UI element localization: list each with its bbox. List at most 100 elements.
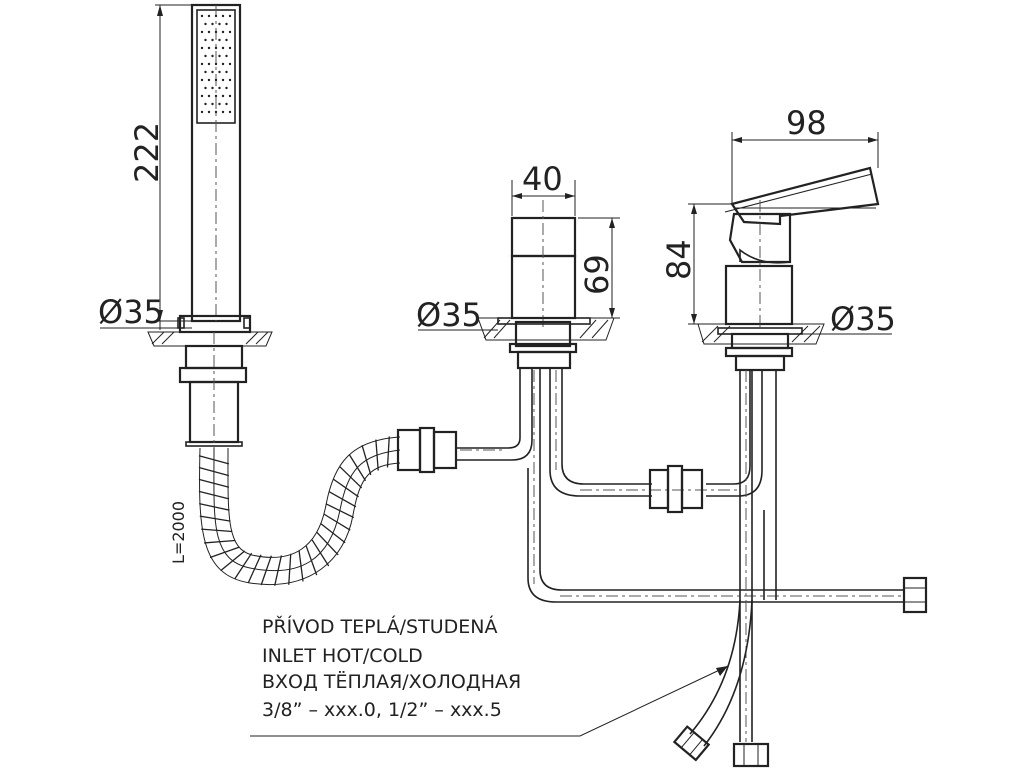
nozzle-dot	[221, 14, 225, 18]
nozzle-dot	[225, 86, 228, 90]
hose-coil	[198, 455, 230, 465]
hose-coil	[260, 555, 273, 586]
nozzle-dot	[221, 62, 225, 66]
dim-d35-left-label: Ø35	[98, 293, 164, 331]
nozzle-dot	[214, 14, 218, 18]
hose-coil	[199, 502, 230, 511]
hose-coil	[305, 545, 318, 576]
nozzle-dot	[200, 110, 204, 114]
nozzle-dot	[211, 22, 214, 26]
supply-pipes	[456, 368, 928, 768]
nozzle-dot	[228, 14, 232, 18]
dim-69-label: 69	[578, 254, 616, 295]
dimension-222: 222	[128, 4, 192, 330]
nozzle-dot	[225, 54, 228, 58]
hose-coil	[298, 550, 304, 582]
note-line-4: 3/8” – xxx.0, 1/2” – xxx.5	[262, 699, 502, 721]
nozzle-dot	[218, 22, 221, 26]
nozzle-dot	[218, 86, 221, 90]
nozzle-dot	[207, 46, 211, 50]
dimension-84: 84	[660, 203, 732, 325]
hose-coil	[311, 539, 330, 567]
hose-coil	[201, 528, 233, 533]
hose-coil	[220, 550, 246, 572]
nozzle-dot	[225, 38, 228, 42]
hose-coil	[274, 555, 283, 586]
nozzle-dot	[204, 70, 207, 74]
nozzle-dot	[221, 110, 225, 114]
dimension-diameter-left: Ø35	[98, 293, 192, 331]
nozzle-dot	[214, 30, 218, 34]
nozzle-dot	[211, 102, 214, 106]
hose-coil	[316, 531, 339, 556]
nozzle-dot	[218, 70, 221, 74]
inlet-note: PŘÍVOD TEPLÁ/STUDENÁ INLET HOT/COLD ВХОД…	[262, 615, 521, 721]
nozzle-dot	[214, 46, 218, 50]
nozzle-dot	[207, 30, 211, 34]
note-line-3: ВХОД ТЁПЛАЯ/ХОЛОДНАЯ	[262, 670, 521, 693]
dimension-diameter-middle: Ø35	[416, 296, 498, 334]
nozzle-dot	[204, 102, 207, 106]
hose-coil	[199, 515, 231, 522]
nozzle-dot	[225, 102, 228, 106]
note-line-2: INLET HOT/COLD	[262, 645, 423, 667]
nozzle-dot	[200, 94, 204, 98]
dimension-diameter-right: Ø35	[792, 300, 896, 338]
nozzle-dot	[221, 78, 225, 82]
nozzle-dot	[225, 22, 228, 26]
hose-coil	[320, 523, 346, 544]
nozzle-dot	[200, 62, 204, 66]
hose-coil	[328, 490, 357, 508]
hose-coil	[204, 539, 236, 544]
nozzle-dot	[211, 38, 214, 42]
nozzle-dot	[204, 22, 207, 26]
nozzle-dot	[204, 54, 207, 58]
nozzle-dot	[207, 110, 211, 114]
dimension-69: 69	[578, 217, 620, 319]
nozzle-dot	[228, 46, 232, 50]
nozzle-dot	[221, 94, 225, 98]
nozzle-dot	[211, 54, 214, 58]
hose-coil	[247, 554, 262, 584]
nozzle-dot	[211, 86, 214, 90]
hose-coil	[198, 466, 230, 477]
hose-coil	[361, 444, 372, 476]
nozzle-dot	[228, 62, 232, 66]
hose-coil	[375, 439, 379, 471]
note-line-1: PŘÍVOD TEPLÁ/STUDENÁ	[262, 615, 497, 638]
nozzle-dot	[214, 62, 218, 66]
note-leader	[250, 665, 729, 737]
nozzle-dot	[214, 110, 218, 114]
middle-body	[477, 200, 615, 370]
nozzle-dot	[207, 94, 211, 98]
nozzle-dot	[221, 30, 225, 34]
dimension-40: 40	[511, 160, 576, 216]
hose-coil	[198, 490, 230, 500]
mixer-body	[697, 166, 880, 372]
nozzle-pattern	[200, 14, 232, 114]
hose-coil	[386, 436, 390, 468]
dim-222-label: 222	[128, 122, 166, 183]
dim-40-label: 40	[522, 160, 563, 198]
dim-84-label: 84	[660, 239, 698, 280]
hose-coil	[332, 478, 359, 498]
nozzle-dot	[200, 30, 204, 34]
nozzle-dot	[214, 94, 218, 98]
hose-coil	[234, 552, 253, 580]
dim-d35-middle-label: Ø35	[416, 296, 482, 334]
nozzle-dot	[204, 38, 207, 42]
nozzle-dot	[200, 46, 204, 50]
nozzle-dot	[207, 62, 211, 66]
hose-coil	[325, 503, 355, 519]
dimension-98: 98	[731, 104, 879, 204]
hose-length-label: L=2000	[169, 501, 188, 564]
shower-hose	[198, 426, 506, 586]
dim-d35-right-label: Ø35	[830, 300, 896, 338]
nozzle-dot	[218, 102, 221, 106]
hose-coil	[348, 454, 367, 482]
nozzle-dot	[211, 70, 214, 74]
hose-coil	[338, 465, 363, 489]
nozzle-dot	[200, 78, 204, 82]
hose-coil	[209, 546, 240, 559]
